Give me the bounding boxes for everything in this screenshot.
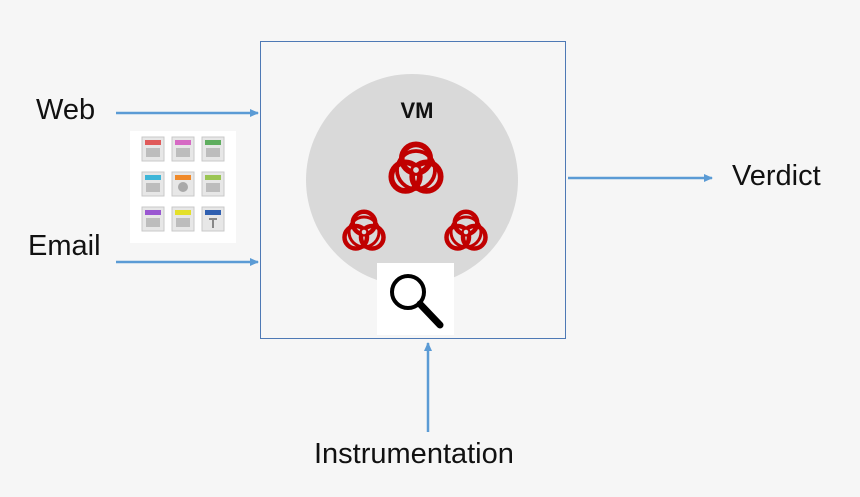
- biohazard-icon: [342, 209, 386, 251]
- email-label: Email: [28, 230, 101, 262]
- verdict-label: Verdict: [732, 160, 821, 192]
- web-label: Web: [36, 94, 96, 126]
- biohazard-icon: [388, 141, 444, 194]
- vm-label: VM: [400, 98, 434, 123]
- instrumentation-label: Instrumentation: [314, 438, 514, 470]
- file-types-grid-icon: [130, 131, 236, 243]
- biohazard-icon: [444, 209, 488, 251]
- magnifying-glass-icon: [377, 263, 454, 335]
